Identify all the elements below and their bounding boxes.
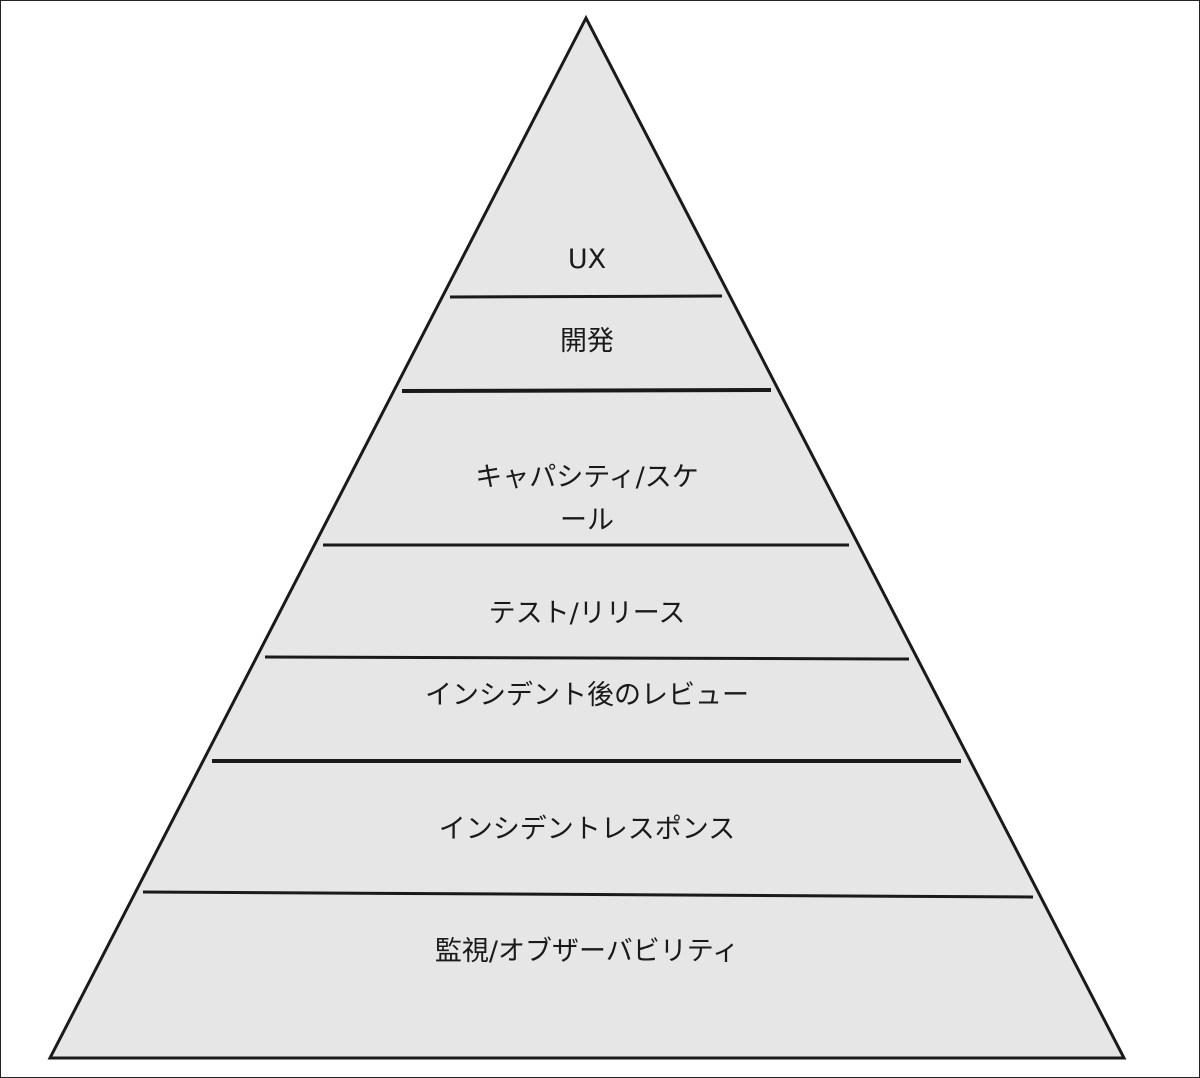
pyramid-divider-6 (142, 890, 1034, 899)
pyramid-divider-4 (264, 655, 910, 661)
level-label-test-release: テスト/リリース (489, 598, 686, 629)
level-label-monitoring: 監視/オブザーバビリティ (435, 936, 739, 967)
level-label-capacity-scale-line1: キャパシティ/スケ (475, 462, 698, 493)
pyramid-shape (47, 14, 1127, 1060)
level-label-postmortem: インシデント後のレビュー (425, 680, 749, 711)
pyramid-divider-1 (449, 294, 723, 299)
level-label-capacity-scale-line2: ール (560, 505, 614, 536)
level-label-incident-response: インシデントレスポンス (439, 814, 735, 845)
level-label-development: 開発 (560, 326, 614, 357)
pyramid-divider-2 (401, 388, 772, 393)
level-label-ux: UX (568, 244, 606, 275)
